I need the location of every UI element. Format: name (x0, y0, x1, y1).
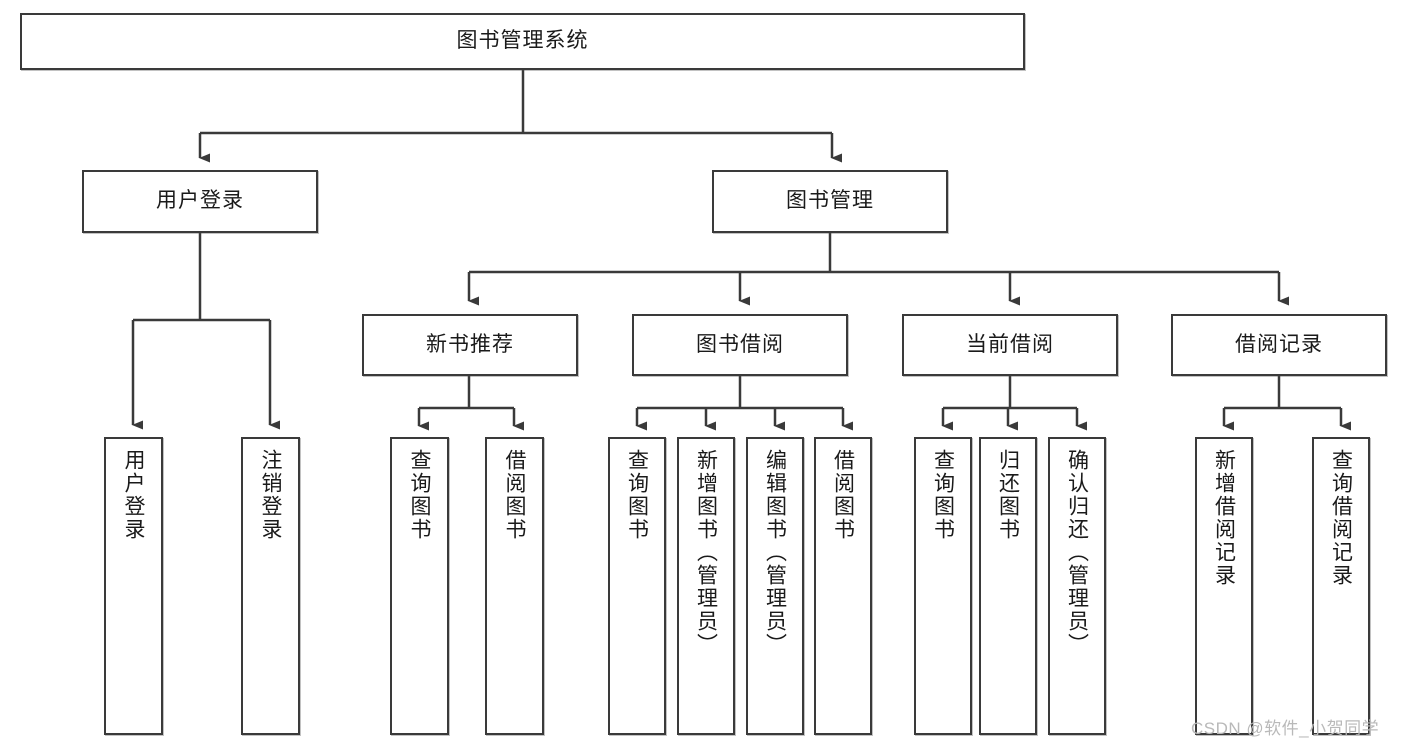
node-user-login[interactable]: 用户登录 (82, 170, 318, 233)
node-user-login-label: 用户登录 (156, 189, 244, 213)
leaf-add-borrow-record-label: 新增借阅记录 (1212, 449, 1236, 587)
leaf-edit-book-admin-label: 编辑图书（管理员） (763, 449, 787, 656)
leaf-return-book[interactable]: 归还图书 (979, 437, 1037, 735)
node-root[interactable]: 图书管理系统 (20, 13, 1025, 70)
leaf-query-borrow-record[interactable]: 查询借阅记录 (1312, 437, 1370, 735)
leaf-add-book-admin[interactable]: 新增图书（管理员） (677, 437, 735, 735)
node-new-book-recommend-label: 新书推荐 (426, 332, 514, 356)
leaf-query-book-3[interactable]: 查询图书 (914, 437, 972, 735)
node-current-borrow-label: 当前借阅 (966, 332, 1054, 356)
node-borrow-record[interactable]: 借阅记录 (1171, 314, 1387, 376)
node-borrow-record-label: 借阅记录 (1235, 332, 1323, 356)
leaf-borrow-book-1[interactable]: 借阅图书 (485, 437, 544, 735)
leaf-query-book-2-label: 查询图书 (625, 449, 649, 541)
node-current-borrow[interactable]: 当前借阅 (902, 314, 1118, 376)
leaf-user-login-label: 用户登录 (122, 449, 146, 541)
csdn-watermark: CSDN @软件_小贺同学 (1191, 719, 1380, 738)
leaf-user-login[interactable]: 用户登录 (104, 437, 163, 735)
leaf-return-book-label: 归还图书 (996, 449, 1020, 541)
node-book-manage-label: 图书管理 (786, 189, 874, 213)
node-book-borrow-label: 图书借阅 (696, 332, 784, 356)
node-root-label: 图书管理系统 (456, 29, 589, 53)
leaf-query-book-1-label: 查询图书 (408, 449, 432, 541)
leaf-query-book-3-label: 查询图书 (931, 449, 955, 541)
leaf-borrow-book-2-label: 借阅图书 (831, 449, 855, 541)
leaf-confirm-return-admin[interactable]: 确认归还（管理员） (1048, 437, 1106, 735)
leaf-add-borrow-record[interactable]: 新增借阅记录 (1195, 437, 1253, 735)
node-new-book-recommend[interactable]: 新书推荐 (362, 314, 578, 376)
leaf-confirm-return-admin-label: 确认归还（管理员） (1065, 449, 1089, 656)
leaf-edit-book-admin[interactable]: 编辑图书（管理员） (746, 437, 804, 735)
leaf-query-book-2[interactable]: 查询图书 (608, 437, 666, 735)
leaf-user-logout[interactable]: 注销登录 (241, 437, 300, 735)
node-book-borrow[interactable]: 图书借阅 (632, 314, 848, 376)
leaf-query-book-1[interactable]: 查询图书 (390, 437, 449, 735)
node-book-manage[interactable]: 图书管理 (712, 170, 948, 233)
leaf-query-borrow-record-label: 查询借阅记录 (1329, 449, 1353, 587)
leaf-borrow-book-1-label: 借阅图书 (503, 449, 527, 541)
leaf-user-logout-label: 注销登录 (259, 449, 283, 541)
leaf-add-book-admin-label: 新增图书（管理员） (694, 449, 718, 656)
leaf-borrow-book-2[interactable]: 借阅图书 (814, 437, 872, 735)
